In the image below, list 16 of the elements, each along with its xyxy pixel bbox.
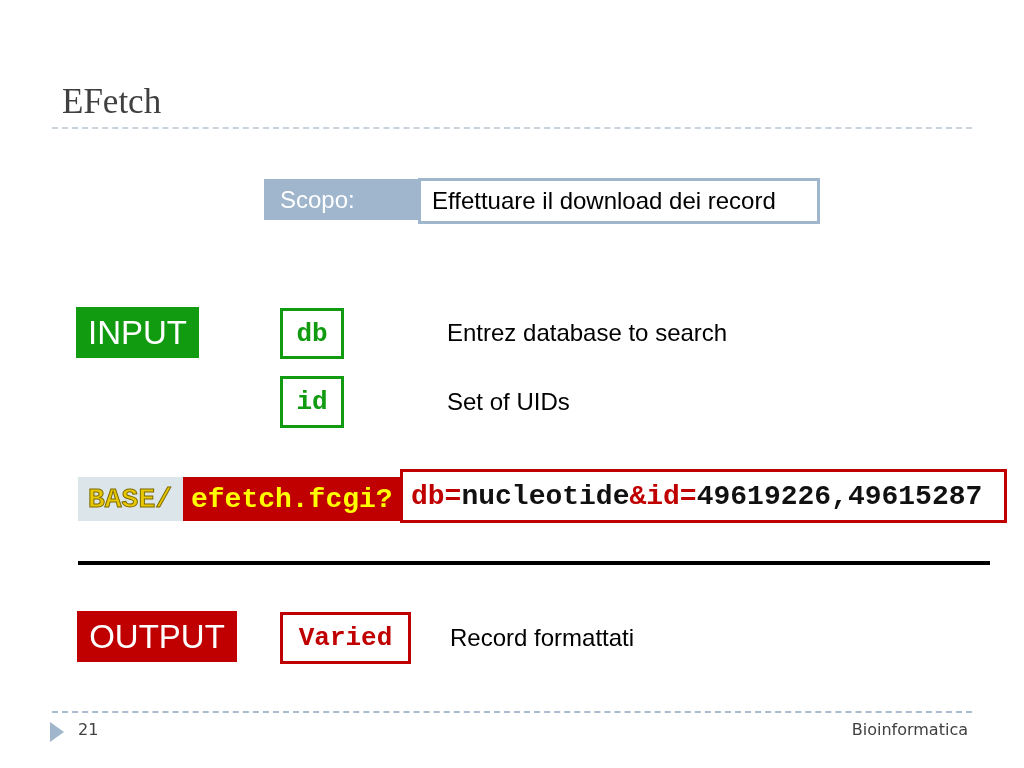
output-tag: OUTPUT: [77, 611, 237, 662]
purpose-text-box: Effettuare il download dei record: [418, 178, 820, 224]
format-box: Varied: [280, 612, 411, 664]
purpose-label: Scopo:: [264, 179, 420, 220]
parameter-description: Set of UIDs: [447, 388, 570, 416]
output-description: Record formattati: [450, 623, 635, 653]
url-query-box: db=nucleotide&id=49619226,49615287: [400, 469, 1007, 523]
footer-text: Bioinformatica: [851, 720, 968, 739]
url-base-segment: BASE/: [78, 477, 184, 521]
url-script-segment: efetch.fcgi?: [183, 477, 403, 521]
parameter-box: db: [280, 308, 344, 359]
parameter-box: id: [280, 376, 344, 428]
input-tag: INPUT: [76, 307, 199, 358]
slide-title: EFetch: [62, 82, 162, 122]
page-number: 21: [78, 720, 99, 739]
parameter-description: Entrez database to search: [447, 319, 728, 347]
